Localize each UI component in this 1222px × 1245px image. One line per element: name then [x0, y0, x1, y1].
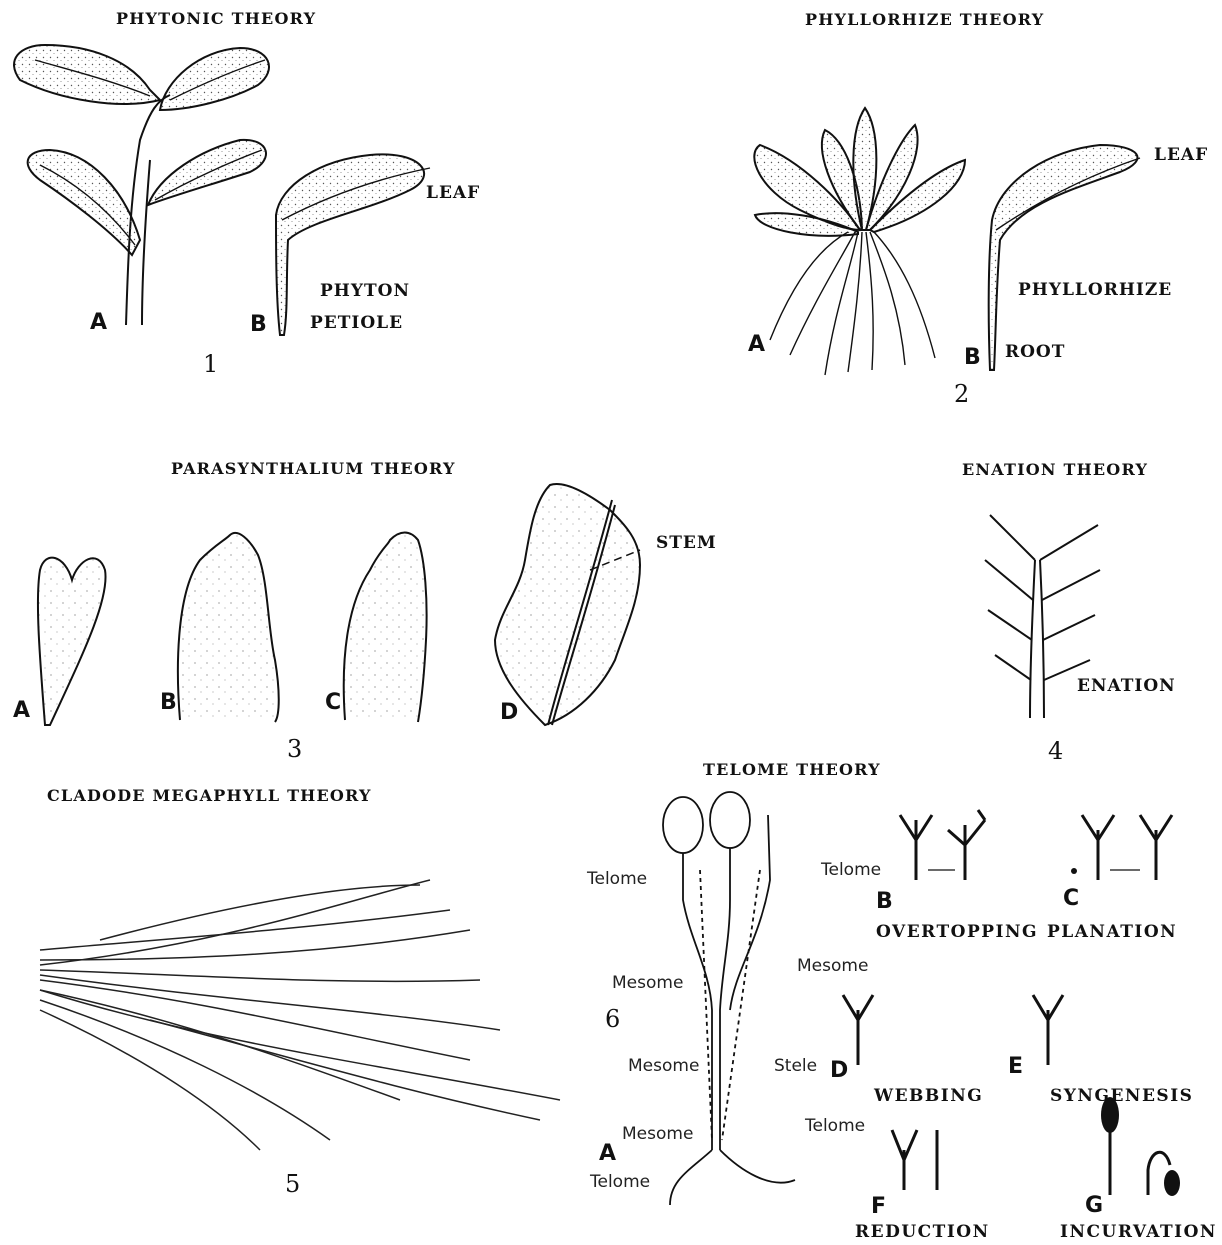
fig6-title: TELOME THEORY — [703, 760, 881, 779]
fig1-phyton-label: PHYTON — [320, 281, 410, 301]
fig2-root-label: ROOT — [1005, 342, 1065, 362]
fig2-leaf-label: LEAF — [1154, 145, 1208, 165]
fig2-label-b: B — [964, 345, 981, 370]
syngenesis-caption: SYNGENESIS — [1050, 1086, 1193, 1106]
fig3-stem-label: STEM — [656, 533, 717, 553]
telome-label-lower-left: Telome — [590, 1172, 650, 1192]
incurvation-caption: INCURVATION — [1060, 1222, 1217, 1242]
fig3-title: PARASYNTHALIUM THEORY — [171, 459, 456, 478]
planation-caption: PLANATION — [1047, 922, 1177, 942]
fig3-label-c: C — [325, 690, 341, 715]
telome-label-c: C — [1063, 886, 1079, 911]
cladode-megaphyll-drawing — [40, 880, 560, 1150]
fig2-title: PHYLLORHIZE THEORY — [805, 10, 1044, 29]
telome-label-b: B — [876, 889, 893, 914]
mesome-label-3: Mesome — [628, 1056, 699, 1076]
incurved-sporangium-icon — [1164, 1170, 1180, 1196]
phyllorhize-plant-drawing — [754, 108, 1140, 375]
mesome-label-2: Mesome — [797, 956, 868, 976]
fig3-label-a: A — [13, 698, 30, 723]
overtopping-caption: OVERTOPPING — [876, 922, 1038, 942]
fig2-phyllorhize-label: PHYLLORHIZE — [1018, 280, 1172, 300]
mesome-label-1: Mesome — [612, 973, 683, 993]
fig3-label-b: B — [160, 690, 177, 715]
fig3-number: 3 — [287, 735, 302, 763]
stele-label: Stele — [774, 1056, 817, 1076]
planation-dot-icon — [1071, 868, 1077, 874]
fig1-number: 1 — [203, 350, 218, 378]
reduction-caption: REDUCTION — [855, 1222, 990, 1242]
fig2-number: 2 — [954, 380, 969, 408]
fig2-label-a: A — [748, 332, 765, 357]
telome-label-lower-right: Telome — [805, 1116, 865, 1136]
mesome-label-4: Mesome — [622, 1124, 693, 1144]
fig6-label-a: A — [599, 1141, 616, 1166]
fig1-leaf-label: LEAF — [426, 183, 480, 203]
fig1-petiole-label: PETIOLE — [310, 313, 403, 333]
fig4-enation-label: ENATION — [1077, 676, 1176, 696]
telome-label-d: D — [830, 1058, 848, 1083]
parasynthalium-drawing — [38, 484, 640, 725]
fig3-label-d: D — [500, 700, 518, 725]
webbing-caption: WEBBING — [874, 1086, 983, 1106]
fig1-label-b: B — [250, 312, 267, 337]
fig5-number: 5 — [285, 1170, 300, 1198]
fig6-number: 6 — [605, 1005, 620, 1033]
fig4-title: ENATION THEORY — [962, 460, 1148, 479]
fig1-title: PHYTONIC THEORY — [116, 9, 316, 28]
telome-process-icons — [843, 810, 1172, 1195]
fig5-title: CLADODE MEGAPHYLL THEORY — [47, 786, 372, 805]
fig4-number: 4 — [1048, 737, 1063, 765]
telome-label-upper-left: Telome — [587, 869, 647, 889]
telome-label-g: G — [1085, 1193, 1103, 1218]
telome-label-upper-right: Telome — [821, 860, 881, 880]
telome-label-f: F — [871, 1194, 886, 1219]
telome-label-e: E — [1008, 1054, 1023, 1079]
fig1-label-a: A — [90, 310, 107, 335]
